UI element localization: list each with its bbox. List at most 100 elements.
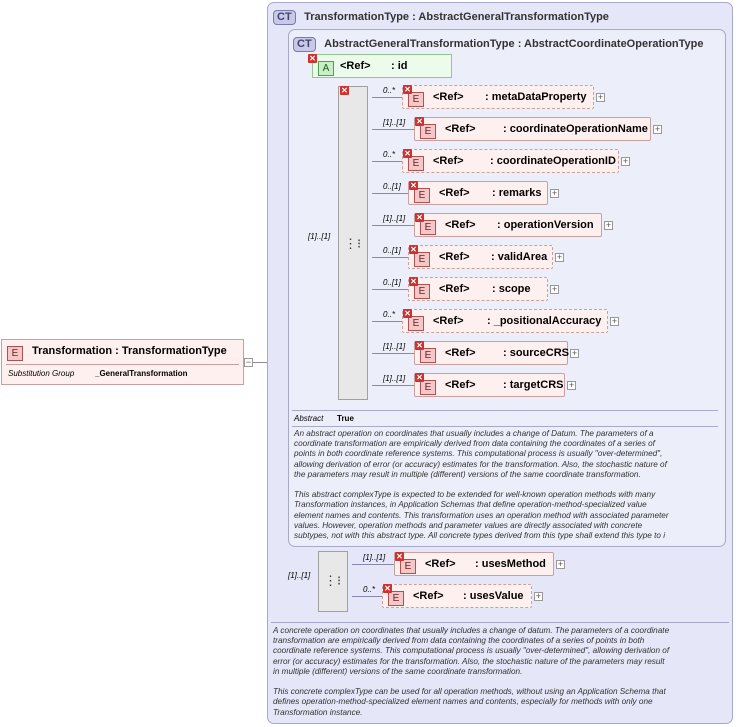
element-ref: <Ref> [433, 91, 464, 103]
root-element[interactable]: E Transformation : TransformationType Su… [1, 339, 244, 385]
element-coordinateoperationid[interactable]: E<Ref>: coordinateOperationID [402, 149, 619, 173]
expand-toggle[interactable]: + [550, 188, 559, 198]
error-icon: ✕ [340, 86, 349, 95]
element-name: : validArea [491, 251, 548, 263]
element-positionalaccuracy[interactable]: E<Ref>: _positionalAccuracy [402, 309, 608, 333]
element-icon: E [420, 124, 436, 139]
expand-toggle[interactable]: + [555, 252, 564, 262]
documentation-line: element names and contents. This transfo… [294, 510, 669, 520]
outer-sequence-cardinality: [1]..[1] [288, 571, 311, 580]
expand-toggle[interactable]: + [534, 591, 543, 601]
error-icon: ✕ [409, 245, 418, 254]
connector-branch [372, 321, 402, 322]
element-name: : sourceCRS [503, 347, 570, 359]
element-metadataproperty[interactable]: E <Ref> : metaDataProperty [402, 85, 594, 109]
documentation-line: A concrete operation on coordinates that… [273, 626, 670, 635]
element-icon: E [400, 559, 416, 574]
outer-doc-divider [271, 622, 729, 623]
element-icon: E [388, 591, 404, 606]
connector-branch [372, 353, 414, 354]
outer-type-header: CT TransformationType : AbstractGeneralT… [273, 7, 609, 25]
inner-doc-divider [292, 426, 718, 427]
element-cardinality: 0..* [383, 86, 396, 95]
collapse-toggle[interactable]: − [244, 357, 253, 367]
element-icon: E [414, 252, 430, 267]
error-icon: ✕ [383, 584, 392, 593]
element-usesmethod[interactable]: E <Ref> : usesMethod [394, 552, 554, 576]
error-icon: ✕ [403, 149, 412, 158]
expand-toggle[interactable]: + [567, 380, 576, 390]
documentation-line: Transformation instances, in Application… [294, 500, 647, 510]
element-icon: E [408, 156, 424, 171]
documentation-line: points in both coordinate reference syst… [294, 449, 663, 459]
element-sourcecrs[interactable]: E<Ref>: sourceCRS [414, 341, 570, 365]
element-cardinality: 0..* [383, 150, 396, 159]
outer-sequence [318, 551, 348, 612]
documentation-line: Transformation instance. [273, 707, 363, 717]
expand-toggle[interactable]: + [570, 348, 579, 358]
documentation-line: subtypes, not with this abstract type. A… [294, 531, 666, 541]
error-icon: ✕ [415, 373, 424, 382]
expand-toggle[interactable]: + [550, 284, 559, 294]
error-icon: ✕ [403, 85, 412, 94]
documentation-line: in multiple (different) versions of the … [273, 666, 523, 676]
expand-toggle[interactable]: + [621, 156, 630, 166]
attribute-id[interactable]: A <Ref> : id [312, 54, 452, 78]
error-icon: ✕ [409, 277, 418, 286]
element-icon: E [408, 92, 424, 107]
connector-branch [352, 596, 382, 597]
documentation-line: coordinate transformation are empiricall… [294, 439, 655, 449]
element-icon: E [414, 284, 430, 299]
element-remarks[interactable]: E<Ref>: remarks [408, 181, 548, 205]
inner-type-title: AbstractGeneralTransformationType : Abst… [324, 38, 704, 50]
element-validarea[interactable]: E <Ref> : validArea [408, 245, 553, 269]
substitution-group-value: _GeneralTransformation [95, 369, 188, 378]
complex-type-icon: CT [273, 10, 296, 25]
element-icon: E [420, 380, 436, 395]
sequence-icon: ⋮⁝ [324, 573, 342, 588]
expand-toggle[interactable]: + [653, 124, 662, 134]
attribute-ref: <Ref> [340, 60, 371, 72]
element-icon: E [7, 346, 23, 361]
inner-documentation: An abstract operation on coordinates tha… [294, 429, 720, 541]
expand-toggle[interactable]: + [610, 316, 619, 326]
element-scope[interactable]: E<Ref>: scope [408, 277, 548, 301]
connector-root [244, 362, 278, 363]
error-icon: ✕ [403, 309, 412, 318]
element-ref: <Ref> [425, 558, 456, 570]
inner-sequence [338, 86, 368, 400]
connector-branch [372, 97, 402, 98]
error-icon: ✕ [395, 552, 404, 561]
sequence-icon: ⋮⁝ [344, 236, 362, 251]
element-name: : usesValue [463, 590, 524, 602]
inner-doc-divider [292, 410, 718, 411]
expand-toggle[interactable]: + [556, 559, 565, 569]
element-ref: <Ref> [413, 590, 444, 602]
element-cardinality: [1]..[1] [383, 374, 406, 383]
error-icon: ✕ [415, 341, 424, 350]
documentation-line: defines operation-method-specialized ele… [273, 697, 653, 707]
element-cardinality: 0..[1] [383, 278, 401, 287]
inner-type-header: CT AbstractGeneralTransformationType : A… [293, 34, 704, 52]
element-ref: <Ref> [439, 251, 470, 263]
expand-toggle[interactable]: + [596, 92, 605, 102]
element-ref: <Ref> [445, 347, 476, 359]
element-targetcrs[interactable]: E<Ref>: targetCRS [414, 373, 565, 397]
element-usesvalue[interactable]: E <Ref> : usesValue [382, 584, 532, 608]
connector-branch [372, 385, 414, 386]
element-name: : metaDataProperty [485, 91, 587, 103]
element-name: : usesMethod [475, 558, 546, 570]
element-operationversion[interactable]: E<Ref>: operationVersion [414, 213, 602, 237]
documentation-line [273, 677, 729, 687]
element-cardinality: [1]..[1] [383, 342, 406, 351]
element-cardinality: 0..[1] [383, 182, 401, 191]
abstract-value: True [337, 414, 354, 423]
expand-toggle[interactable]: + [604, 220, 613, 230]
element-ref: <Ref> [433, 315, 464, 327]
documentation-line: coordinate reference systems. This compu… [273, 646, 670, 656]
element-ref: <Ref> [445, 219, 476, 231]
element-cardinality: [1]..[1] [383, 214, 406, 223]
element-coordinateoperationname[interactable]: E<Ref>: coordinateOperationName [414, 117, 651, 141]
error-icon: ✕ [308, 54, 317, 63]
attribute-icon: A [318, 61, 334, 76]
